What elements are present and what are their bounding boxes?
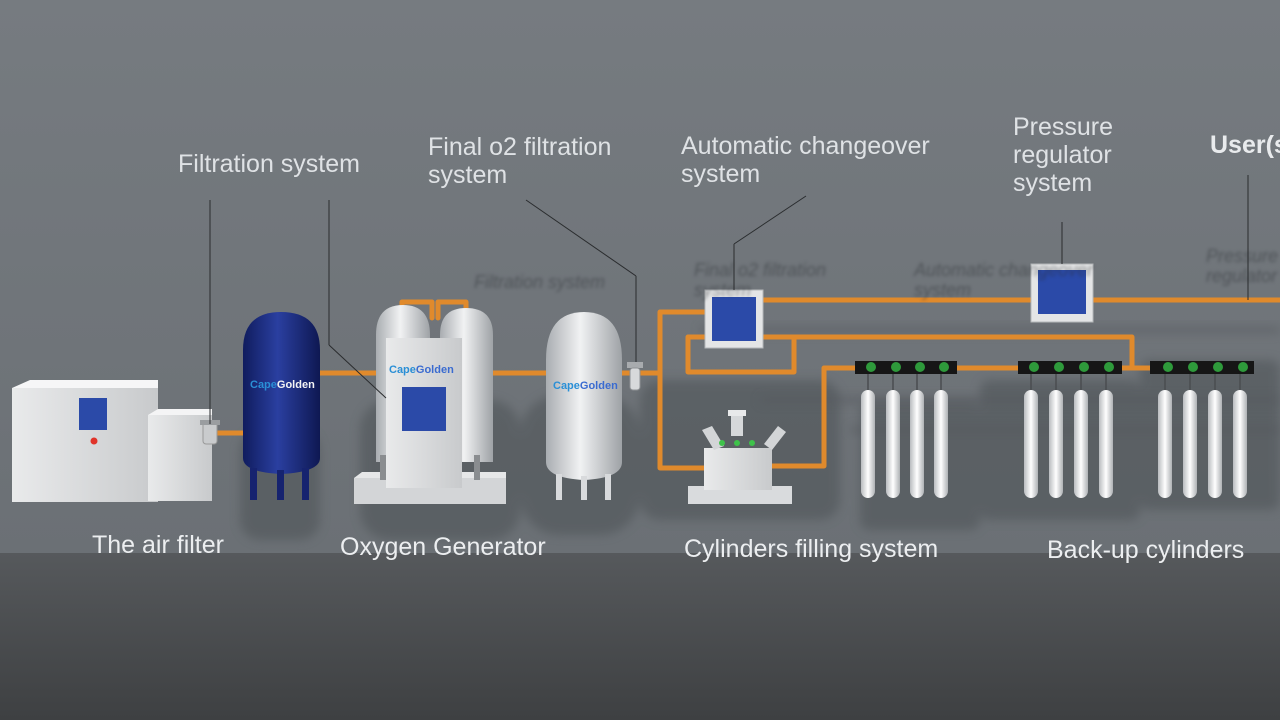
brand-logo-receiver: CapeGolden <box>553 380 618 392</box>
oxygen-generator <box>354 305 506 504</box>
floor <box>0 553 1280 720</box>
reflection-pressure: Pressure regulator <box>1206 246 1279 286</box>
logo-text-golden: Golden <box>276 379 315 391</box>
brand-logo-air-tank: CapeGolden <box>250 379 315 391</box>
label-pressure-regulator: Pressure regulator system <box>1013 113 1114 197</box>
pressure-regulator-panel <box>1030 263 1094 323</box>
generator-control-panel <box>402 387 446 431</box>
cylinder-filling-station <box>688 410 792 504</box>
air-receiver-tank <box>243 312 320 500</box>
backup-cylinder-bank-1 <box>1018 361 1122 498</box>
label-backup-cylinders: Back-up cylinders <box>1047 536 1245 564</box>
orange-pipes <box>209 297 1280 471</box>
air-filter-unit <box>148 409 220 501</box>
label-final-o2-filtration: Final o2 filtration system <box>428 133 612 189</box>
brand-logo-generator: CapeGolden <box>389 364 454 376</box>
oxygen-receiver-tank <box>546 312 622 500</box>
reflection-changeover: Automatic changeover system <box>914 260 1094 300</box>
leader-lines <box>209 175 1249 424</box>
compressor-indicator-light <box>90 437 98 445</box>
backup-cylinder-bank-2 <box>1150 361 1254 498</box>
reflection-filtration: Filtration system <box>474 272 606 292</box>
label-air-filter: The air filter <box>92 531 224 559</box>
filling-cylinder-bank <box>855 361 957 498</box>
logo-text-cape: Cape <box>250 379 277 391</box>
automatic-changeover-panel <box>704 289 764 349</box>
label-filtration-system: Filtration system <box>178 150 360 178</box>
final-o2-filter <box>627 362 643 391</box>
air-compressor <box>12 380 158 502</box>
logo-text-cape: Cape <box>553 380 580 392</box>
label-cylinders-filling: Cylinders filling system <box>684 535 939 563</box>
label-users: User(s <box>1210 131 1280 159</box>
reflection-final-o2: Final o2 filtration system <box>694 260 827 300</box>
logo-text-golden: Golden <box>415 364 454 376</box>
compressor-control-panel <box>79 398 107 430</box>
label-automatic-changeover: Automatic changeover system <box>681 132 930 188</box>
logo-text-golden: Golden <box>579 380 618 392</box>
filter-canister <box>202 421 218 445</box>
label-oxygen-generator: Oxygen Generator <box>340 533 546 561</box>
logo-text-cape: Cape <box>389 364 416 376</box>
